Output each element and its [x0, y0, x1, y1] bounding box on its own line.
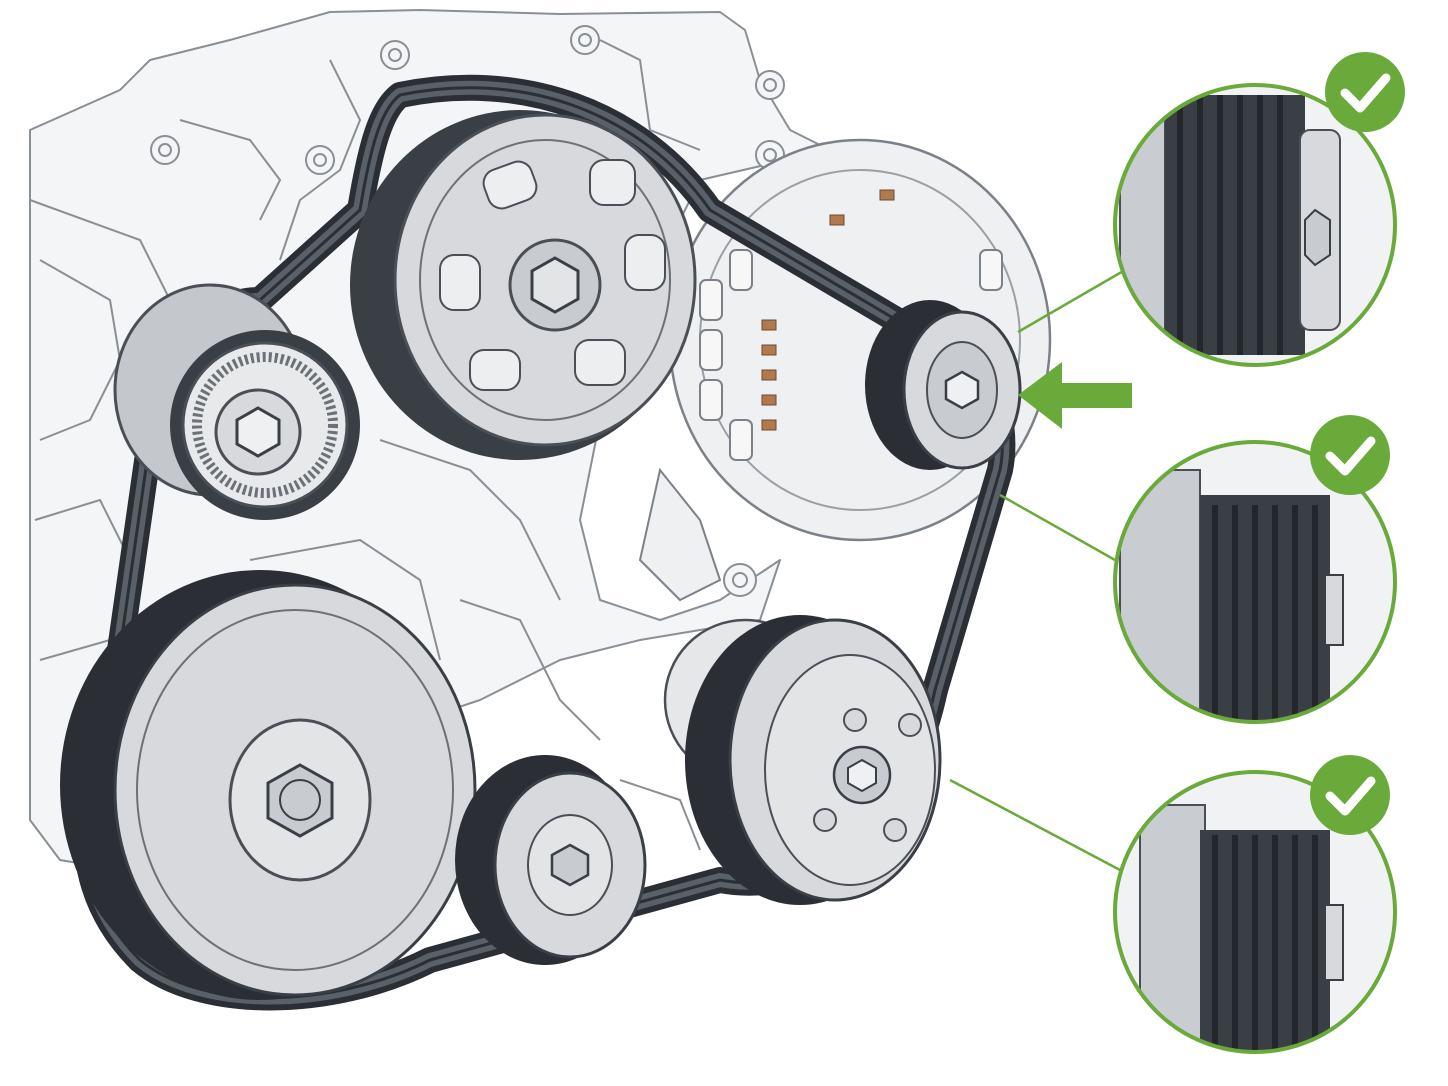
tensioner-pulley — [113, 283, 360, 520]
check-icon — [1310, 755, 1390, 835]
arrow-left-icon — [1018, 362, 1132, 429]
engine-bolts — [150, 25, 785, 597]
callout-alternator-pulley-detail — [1113, 83, 1397, 367]
check-icon — [1325, 52, 1405, 132]
water-pump-pulley — [350, 110, 697, 460]
callout-leaders — [949, 268, 1126, 872]
alternator-pulley — [865, 300, 1022, 470]
check-icon — [1310, 415, 1390, 495]
crankshaft-pulley — [60, 570, 477, 1000]
ac-compressor-pulley — [663, 615, 942, 905]
idler-pulley — [455, 755, 647, 965]
